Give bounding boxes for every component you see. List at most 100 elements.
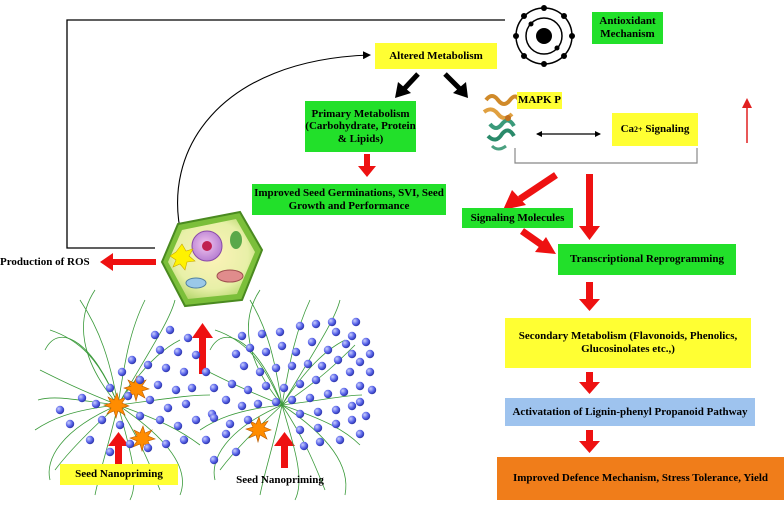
nanoparticle-icon — [315, 437, 325, 447]
nanoparticle-icon — [125, 439, 135, 449]
nanoparticle-icon — [171, 385, 181, 395]
nanoparticle-icon — [355, 397, 365, 407]
mapk-box: MAPK P — [517, 92, 562, 109]
nanoparticle-icon — [291, 347, 301, 357]
nanoparticle-icon — [313, 407, 323, 417]
plant-cell-icon — [160, 210, 264, 308]
nanoparticle-icon — [295, 409, 305, 419]
nanoparticle-icon — [303, 359, 313, 369]
nanoparticle-icon — [245, 343, 255, 353]
defence-box: Improved Defence Mechanism, Stress Toler… — [497, 457, 784, 500]
ros-feedback-line — [66, 19, 505, 249]
nanoparticle-icon — [243, 415, 253, 425]
atom-icon — [513, 5, 575, 67]
nanoparticle-icon — [145, 395, 155, 405]
nanoparticle-icon — [143, 443, 153, 453]
nanoparticle-icon — [153, 380, 163, 390]
nanoparticle-icon — [331, 405, 341, 415]
red-arrow-to-transcriptional — [579, 174, 600, 240]
nanoparticle-icon — [231, 447, 241, 457]
nanoparticle-icon — [275, 327, 285, 337]
nanoparticle-icon — [287, 395, 297, 405]
nanoparticle-icon — [347, 331, 357, 341]
nanoparticle-icon — [323, 389, 333, 399]
nanoparticle-icon — [333, 355, 343, 365]
nanoparticle-icon — [150, 330, 160, 340]
nanoparticle-icon — [179, 367, 189, 377]
nanoparticle-icon — [65, 419, 75, 429]
nanoparticle-icon — [355, 429, 365, 439]
nanoparticle-icon — [127, 355, 137, 365]
nanoparticle-icon — [161, 439, 171, 449]
nanoparticle-icon — [323, 345, 333, 355]
signaling-bracket — [514, 148, 698, 164]
nanoparticle-icon — [255, 367, 265, 377]
nanoparticle-icon — [135, 375, 145, 385]
red-arrow-to-secondary — [579, 282, 600, 311]
nanoparticle-icon — [135, 411, 145, 421]
nanoparticle-icon — [221, 395, 231, 405]
nanoparticle-icon — [329, 373, 339, 383]
red-arrow-to-cell — [192, 323, 213, 374]
nanoparticle-icon — [201, 435, 211, 445]
nanoparticle-icon — [187, 383, 197, 393]
nanoparticle-icon — [313, 423, 323, 433]
nanoparticle-icon — [287, 361, 297, 371]
nanoparticle-icon — [225, 419, 235, 429]
nanoparticle-icon — [237, 401, 247, 411]
nanoparticle-icon — [155, 415, 165, 425]
nanoparticle-icon — [209, 383, 219, 393]
nanoparticle-icon — [331, 327, 341, 337]
nanoparticle-icon — [191, 415, 201, 425]
nanoparticle-icon — [165, 325, 175, 335]
nanoparticle-icon — [271, 397, 281, 407]
nanoparticle-icon — [117, 367, 127, 377]
nanoparticle-icon — [173, 421, 183, 431]
nanoparticle-icon — [341, 339, 351, 349]
red-arrow-to-ros — [100, 253, 156, 271]
nanoparticle-icon — [351, 317, 361, 327]
seed-nanopriming-label-1: Seed Nanopriming — [60, 464, 178, 485]
nanoparticle-icon — [257, 329, 267, 339]
seed-root-hair-icon — [199, 289, 363, 501]
nanoparticle-icon — [243, 385, 253, 395]
nanoparticle-icon — [261, 381, 271, 391]
nanoparticle-icon — [365, 367, 375, 377]
nanoparticle-icon — [97, 415, 107, 425]
altered-metabolism-box: Altered Metabolism — [375, 43, 497, 69]
ca-signaling-superscript: 2+ — [634, 124, 643, 134]
nanoparticle-icon — [85, 435, 95, 445]
nanoparticle-icon — [115, 420, 125, 430]
nanoparticle-icon — [143, 360, 153, 370]
nanoparticle-icon — [331, 419, 341, 429]
ros-label: Production of ROS — [0, 256, 90, 269]
nanoparticle-icon — [253, 399, 263, 409]
nanoparticle-icon — [239, 361, 249, 371]
nanoparticle-icon — [311, 375, 321, 385]
protein-structure-icon — [482, 94, 522, 151]
nanoparticle-icon — [305, 393, 315, 403]
red-arrow-to-lignin — [579, 372, 600, 394]
red-arrow-seed-2 — [274, 432, 295, 468]
primary-metabolism-box: Primary Metabolism (Carbohydrate, Protei… — [305, 101, 416, 152]
nanoparticle-icon — [237, 331, 247, 341]
red-arrow-primary-to-seed — [358, 154, 376, 177]
increase-arrow — [742, 98, 752, 143]
seed-nanopriming-label-2: Seed Nanopriming — [236, 473, 324, 486]
nanoparticle-icon — [221, 429, 231, 439]
nanoparticle-icon — [367, 385, 377, 395]
nanoparticle-icon — [347, 349, 357, 359]
nanoparticle-icon — [307, 337, 317, 347]
improved-seed-box: Improved Seed Germinations, SVI, Seed Gr… — [252, 184, 446, 215]
nanoparticle-icon — [345, 367, 355, 377]
nanoparticle-icon — [201, 367, 211, 377]
ca-signaling-text: Signaling — [642, 123, 690, 136]
nanoparticle-icon — [295, 321, 305, 331]
nanoparticle-icon — [339, 387, 349, 397]
nanoparticle-icon — [271, 363, 281, 373]
red-arrow-to-signaling-molecules — [503, 172, 558, 210]
nanoparticle-icon — [261, 347, 271, 357]
nanoparticle-icon — [347, 415, 357, 425]
